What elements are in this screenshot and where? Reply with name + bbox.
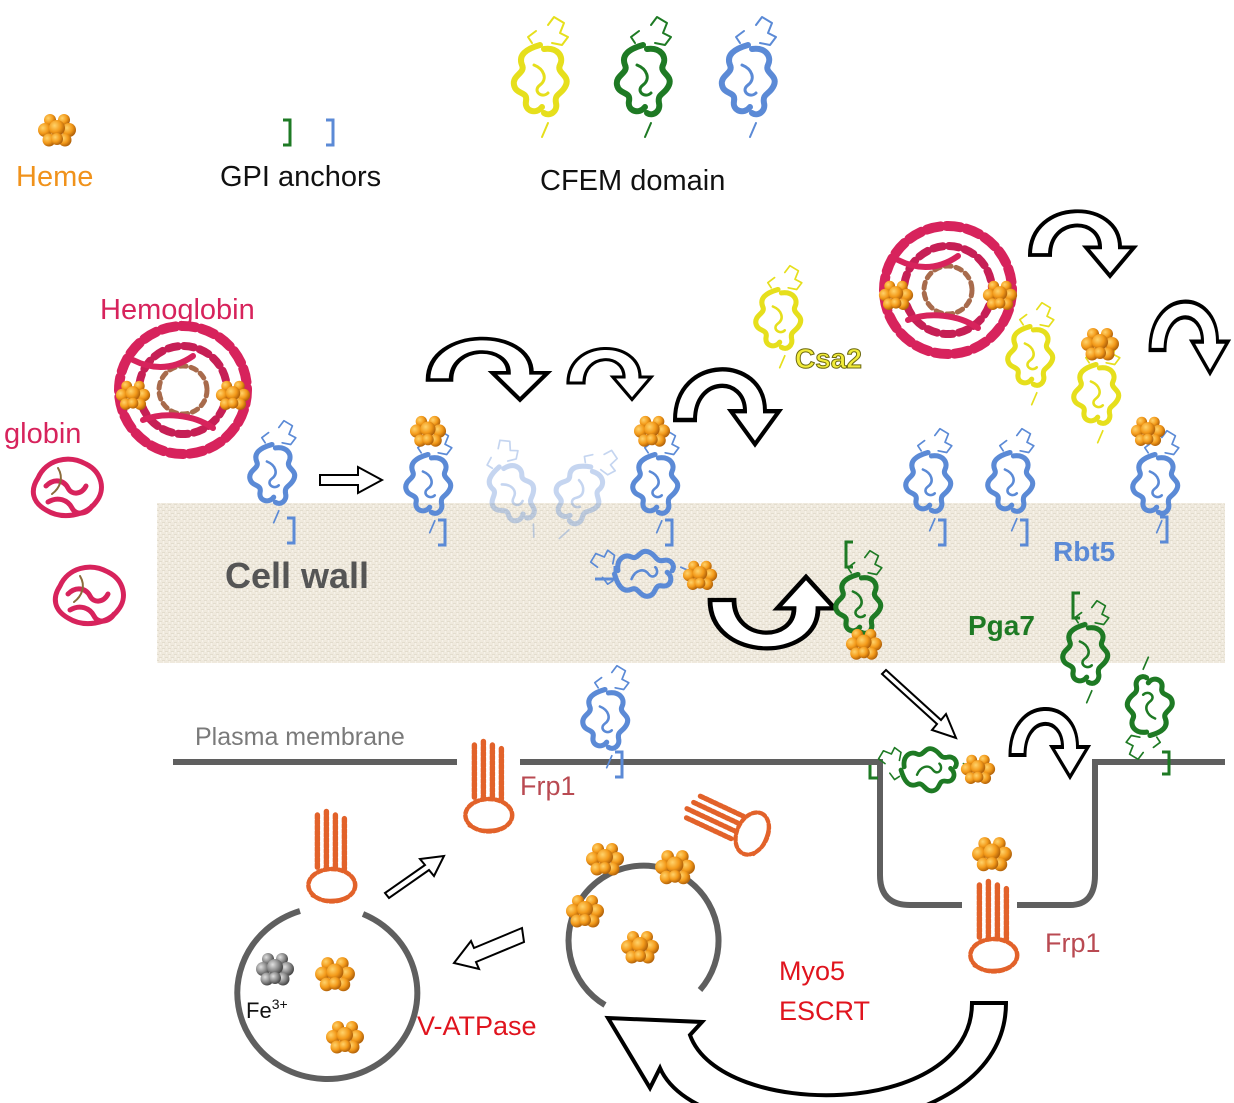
frp1-protein-surface: [465, 741, 512, 831]
frp1-invagination-label: Frp1: [1045, 928, 1101, 958]
curved-arrow-csa2-to-rbt5: [1150, 302, 1228, 373]
csa2-protein-hb-bound: [1008, 303, 1054, 405]
globin-structure-2: [55, 567, 123, 623]
curved-arrow-into-wall: [675, 369, 779, 444]
legend-cfem-green-icon: [617, 17, 671, 137]
rbt5-label: Rbt5: [1053, 536, 1116, 567]
rbt5-protein-membrane: [583, 666, 629, 779]
rbt5-protein-2: [906, 429, 952, 547]
endosome: [565, 784, 775, 1008]
rbt5-protein-1: [250, 421, 296, 545]
endocytosis-u-arrow: [604, 1001, 1009, 1103]
legend-gpi-anchor-blue-icon: [326, 118, 335, 147]
legend-heme-label: Heme: [16, 161, 94, 193]
legend-gpi-anchor-green-icon: [283, 118, 292, 147]
fe-charge: 3+: [271, 996, 288, 1012]
plasma-membrane-label: Plasma membrane: [195, 723, 405, 751]
csa2-protein-heme-bound: [1074, 328, 1120, 443]
rbt5-protein-heme-bound-2: [633, 415, 679, 547]
straight-arrow-vacuole-to-surface: [383, 854, 446, 900]
hemoglobin-structure: [116, 326, 250, 454]
globin-label: globin: [4, 418, 82, 450]
globin-structure-1: [33, 459, 101, 515]
cell-wall-label: Cell wall: [225, 555, 370, 596]
curved-arrow-hb-to-csa2: [1028, 209, 1136, 278]
curved-arrow-hop-1: [428, 339, 548, 400]
v-atpase-label: V-ATPase: [417, 1011, 537, 1041]
pga7-protein-heme-bound: [836, 540, 882, 660]
straight-arrow-diagonal: [880, 668, 958, 740]
hemoglobin-structure-right: [878, 226, 1018, 354]
frp1-protein-invagination: [970, 837, 1017, 971]
legend-gpi-anchors-label: GPI anchors: [220, 161, 382, 193]
plasma-membrane: [173, 759, 1225, 908]
legend-cfem-blue-icon: [722, 17, 776, 137]
rbt5-protein-wall-heme: [591, 550, 718, 596]
pga7-protein-2: [1063, 591, 1109, 703]
legend-cfem-yellow-icon: [514, 17, 568, 137]
vacuole: [234, 908, 421, 1082]
legend-heme-icon: [38, 114, 76, 147]
curved-arrow-to-frp1: [1008, 706, 1090, 779]
legend-cfem-domain-label: CFEM domain: [540, 165, 726, 197]
csa2-label: Csa2: [795, 343, 863, 374]
straight-arrow-endosome-to-vacuole: [452, 926, 526, 971]
rbt5-protein-heme-bound-3: [1131, 416, 1179, 544]
pga7-label: Pga7: [968, 610, 1035, 641]
straight-arrow-1: [319, 465, 385, 495]
rbt5-protein-3: [988, 429, 1034, 547]
frp1-protein-vacuole: [308, 811, 355, 901]
fe-base: Fe: [246, 998, 272, 1023]
curved-arrow-hop-2: [566, 346, 653, 402]
pga7-protein-invagination: [868, 748, 996, 791]
rbt5-protein-heme-bound-1: [406, 415, 452, 547]
myo5-label: Myo5: [779, 956, 846, 986]
hemoglobin-label: Hemoglobin: [100, 294, 255, 326]
pga7-protein-3: [1126, 657, 1172, 776]
frp1-surface-label: Frp1: [520, 771, 576, 801]
fe3-label: Fe3+: [246, 997, 288, 1023]
escrt-label: ESCRT: [779, 996, 871, 1026]
